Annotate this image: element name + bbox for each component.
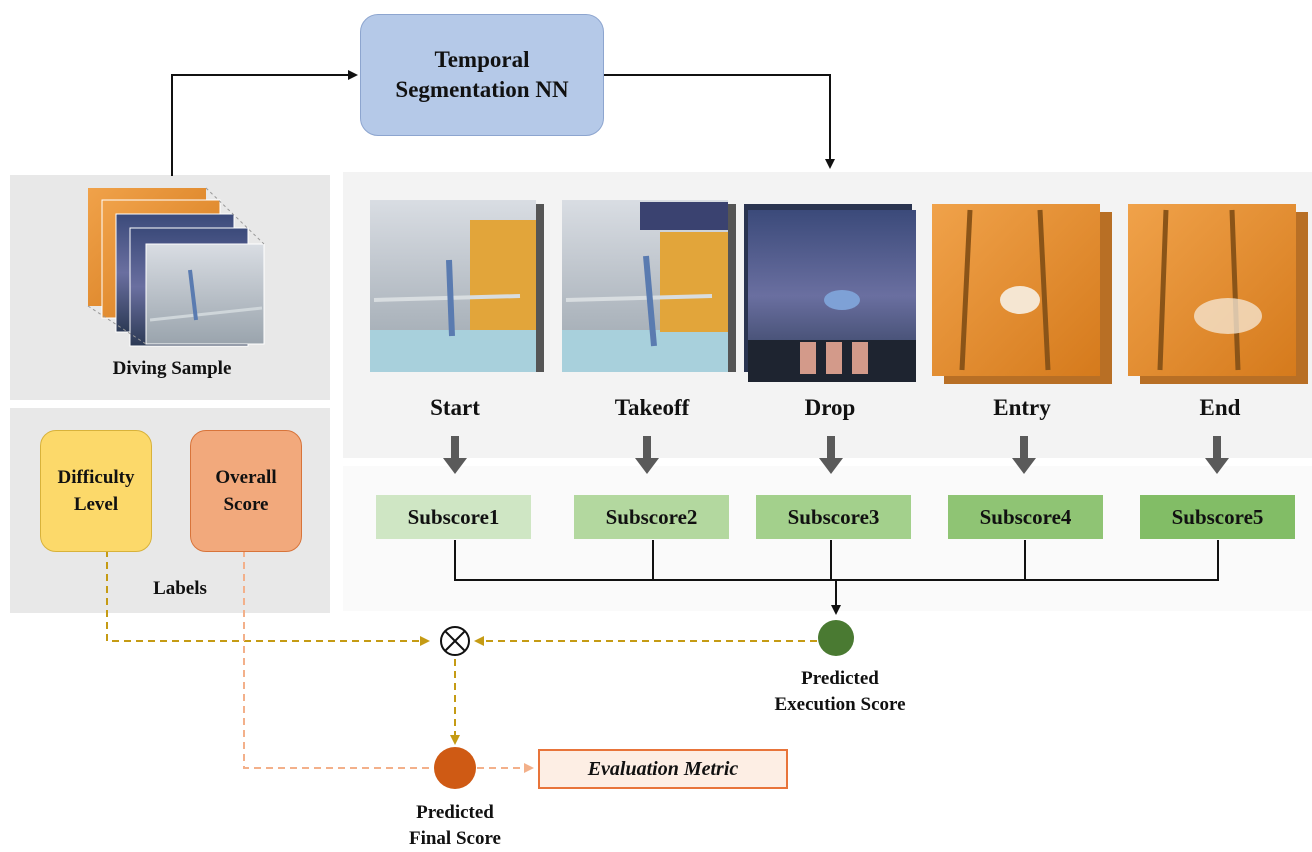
final-line1: Predicted bbox=[416, 802, 494, 823]
diving-sample-label: Diving Sample bbox=[112, 358, 232, 379]
subscore-2-box: Subscore2 bbox=[574, 495, 729, 539]
subscore-aggregation-lines bbox=[454, 540, 1219, 615]
multiply-node bbox=[440, 626, 470, 656]
overall-line1: Overall bbox=[215, 467, 277, 488]
diving-sample-frames bbox=[87, 187, 265, 347]
nn-title-line1: Temporal bbox=[434, 47, 530, 72]
phase-frames-start bbox=[370, 200, 544, 372]
subscore-1-box: Subscore1 bbox=[376, 495, 531, 539]
phase-frames-takeoff bbox=[562, 200, 736, 372]
difficulty-line1: Difficulty bbox=[57, 467, 135, 488]
overall-score-card: Overall Score bbox=[190, 430, 302, 552]
execution-line2: Execution Score bbox=[774, 694, 906, 715]
arrow-input-to-nn bbox=[171, 70, 358, 176]
execution-line1: Predicted bbox=[801, 668, 879, 689]
phase-label-start: Start bbox=[430, 395, 480, 420]
difficulty-line2: Level bbox=[73, 494, 119, 515]
nn-title-line2: Segmentation NN bbox=[395, 77, 569, 102]
arrow-nn-to-phases bbox=[602, 74, 835, 169]
overall-line2: Score bbox=[223, 494, 269, 515]
difficulty-to-multiply-line bbox=[106, 550, 430, 646]
phase-frames-end bbox=[1128, 204, 1308, 384]
overall-to-evaluation-line bbox=[243, 550, 434, 769]
execution-score-label: Predicted Execution Score bbox=[740, 666, 940, 718]
difficulty-level-card: Difficulty Level bbox=[40, 430, 152, 552]
phase-label-drop: Drop bbox=[804, 395, 856, 420]
phase-label-entry: Entry bbox=[993, 395, 1051, 420]
final-score-label: Predicted Final Score bbox=[375, 800, 535, 852]
evaluation-metric-box: Evaluation Metric bbox=[538, 749, 788, 789]
final-line2: Final Score bbox=[408, 828, 501, 849]
subscore-4-box: Subscore4 bbox=[948, 495, 1103, 539]
labels-title: Labels bbox=[153, 578, 207, 599]
phase-label-end: End bbox=[1199, 395, 1241, 420]
execution-score-node bbox=[818, 620, 854, 656]
phase-frames-entry bbox=[932, 204, 1112, 384]
subscore-3-box: Subscore3 bbox=[756, 495, 911, 539]
final-score-node bbox=[434, 747, 476, 789]
phase-frames-drop bbox=[744, 204, 916, 382]
phase-label-takeoff: Takeoff bbox=[614, 395, 690, 420]
subscore-5-box: Subscore5 bbox=[1140, 495, 1295, 539]
phase-to-subscore-arrows bbox=[443, 436, 1229, 474]
temporal-segmentation-node: Temporal Segmentation NN bbox=[360, 14, 604, 136]
